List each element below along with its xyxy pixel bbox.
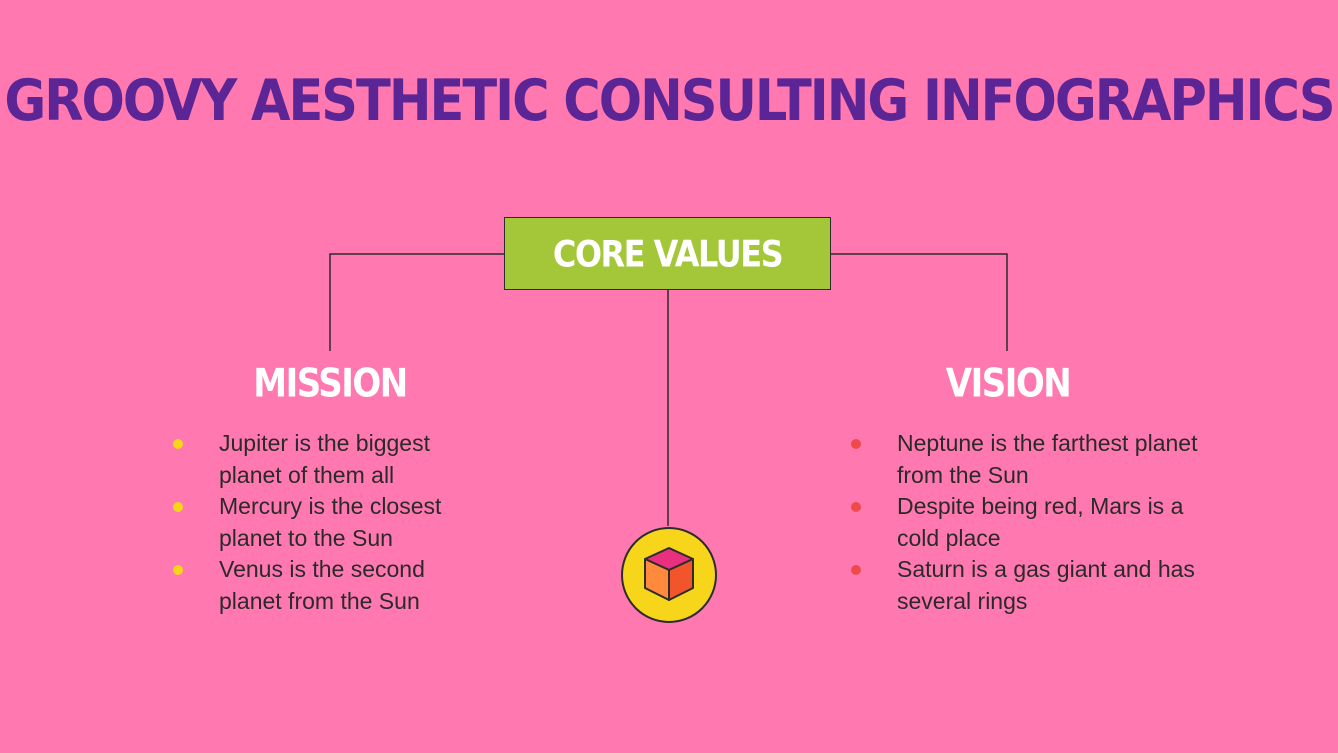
cube-icon-badge — [620, 526, 718, 624]
list-item: Mercury is the closest planet to the Sun — [172, 491, 492, 554]
page-title: GROOVY AESTHETIC CONSULTING INFOGRAPHICS — [4, 68, 1335, 135]
mission-list: Jupiter is the biggest planet of them al… — [172, 428, 492, 617]
cube-icon — [621, 527, 717, 623]
list-item: Venus is the second planet from the Sun — [172, 554, 492, 617]
list-item-text: Jupiter is the biggest planet of them al… — [219, 430, 430, 488]
vision-list: Neptune is the farthest planet from the … — [850, 428, 1210, 617]
bullet-dot — [851, 565, 861, 575]
vision-heading: VISION — [945, 361, 1072, 407]
core-values-label: CORE VALUES — [552, 231, 784, 276]
list-item: Neptune is the farthest planet from the … — [850, 428, 1210, 491]
bullet-dot — [173, 565, 183, 575]
core-values-box: CORE VALUES — [504, 217, 831, 290]
list-item-text: Saturn is a gas giant and has several ri… — [897, 556, 1195, 614]
list-item-text: Venus is the second planet from the Sun — [219, 556, 425, 614]
bullet-dot — [851, 439, 861, 449]
bullet-dot — [173, 439, 183, 449]
list-item: Despite being red, Mars is a cold place — [850, 491, 1210, 554]
list-item: Jupiter is the biggest planet of them al… — [172, 428, 492, 491]
list-item: Saturn is a gas giant and has several ri… — [850, 554, 1210, 617]
connector-line-mission — [329, 253, 504, 351]
list-item-text: Neptune is the farthest planet from the … — [897, 430, 1198, 488]
connector-line-vision — [831, 253, 1008, 351]
bullet-dot — [851, 502, 861, 512]
bullet-dot — [173, 502, 183, 512]
list-item-text: Despite being red, Mars is a cold place — [897, 493, 1184, 551]
list-item-text: Mercury is the closest planet to the Sun — [219, 493, 442, 551]
mission-heading: MISSION — [253, 361, 408, 407]
